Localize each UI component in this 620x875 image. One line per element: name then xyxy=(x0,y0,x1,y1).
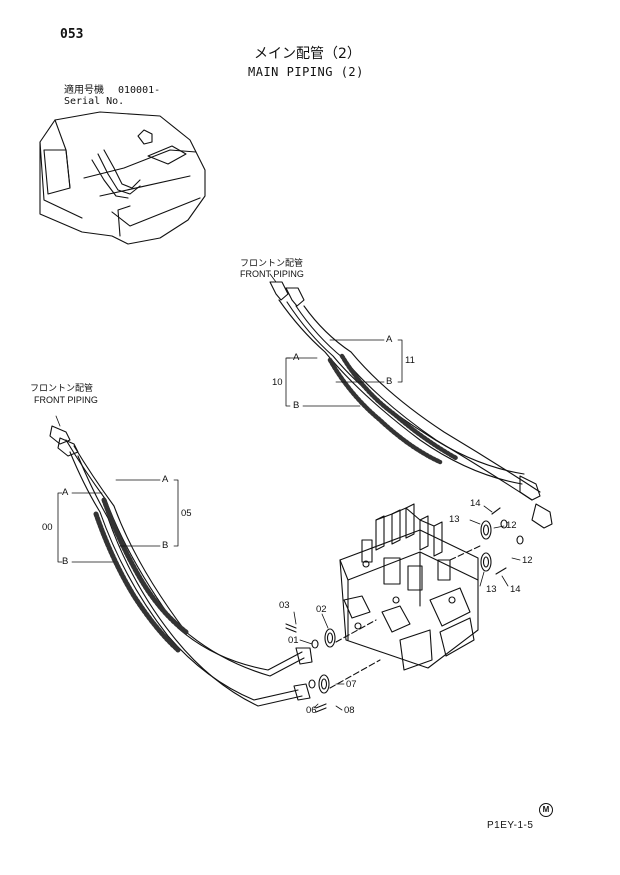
part-number-06: 06 xyxy=(306,705,317,716)
part-number-08: 08 xyxy=(344,705,355,716)
part-number-11: 11 xyxy=(405,355,415,366)
end-label-a: A xyxy=(386,334,393,345)
front-piping-callout-left-en: FRONT PIPING xyxy=(34,395,98,405)
part-number-12: 12 xyxy=(522,555,533,566)
part-number-05: 05 xyxy=(181,508,192,519)
document-code: P1EY-1-5 xyxy=(487,820,534,831)
end-label-b: B xyxy=(386,376,393,387)
front-piping-callout-left-jp: フロントン配管 xyxy=(30,383,94,393)
part-number-07: 07 xyxy=(346,679,357,690)
part-number-12: 12 xyxy=(506,520,517,531)
hose-assembly-lower xyxy=(49,425,313,707)
end-label-a: A xyxy=(62,487,69,498)
serial-label-japanese: 適用号機 xyxy=(64,85,104,96)
part-number-10: 10 xyxy=(272,377,283,388)
part-number-02: 02 xyxy=(316,604,327,615)
hose-assembly-upper xyxy=(269,281,553,529)
title-english: MAIN PIPING (2) xyxy=(248,65,364,79)
end-label-b: B xyxy=(62,556,69,567)
fittings xyxy=(285,507,524,713)
serial-value: 010001- xyxy=(118,85,161,96)
part-number-03: 03 xyxy=(279,600,290,611)
control-valve xyxy=(339,503,479,671)
end-label-b: B xyxy=(293,400,300,411)
part-number-13: 13 xyxy=(449,514,460,525)
end-label-a: A xyxy=(293,352,300,363)
part-number-13: 13 xyxy=(486,584,497,595)
serial-label-english: Serial No. xyxy=(64,96,125,107)
end-label-b: B xyxy=(162,540,169,551)
part-number-01: 01 xyxy=(288,635,299,646)
part-number-14: 14 xyxy=(510,584,521,595)
page-number: 053 xyxy=(60,27,84,42)
part-number-00: 00 xyxy=(42,522,53,533)
excavator-thumbnail xyxy=(39,111,206,245)
front-piping-callout-right-en: FRONT PIPING xyxy=(240,269,304,279)
front-piping-callout-right-jp: フロントン配管 xyxy=(240,258,304,268)
leader-lines xyxy=(55,273,521,711)
revision-mark: M xyxy=(539,803,553,817)
end-label-a: A xyxy=(162,474,169,485)
part-number-14: 14 xyxy=(470,498,481,509)
title-japanese: メイン配管（2） xyxy=(254,46,361,62)
